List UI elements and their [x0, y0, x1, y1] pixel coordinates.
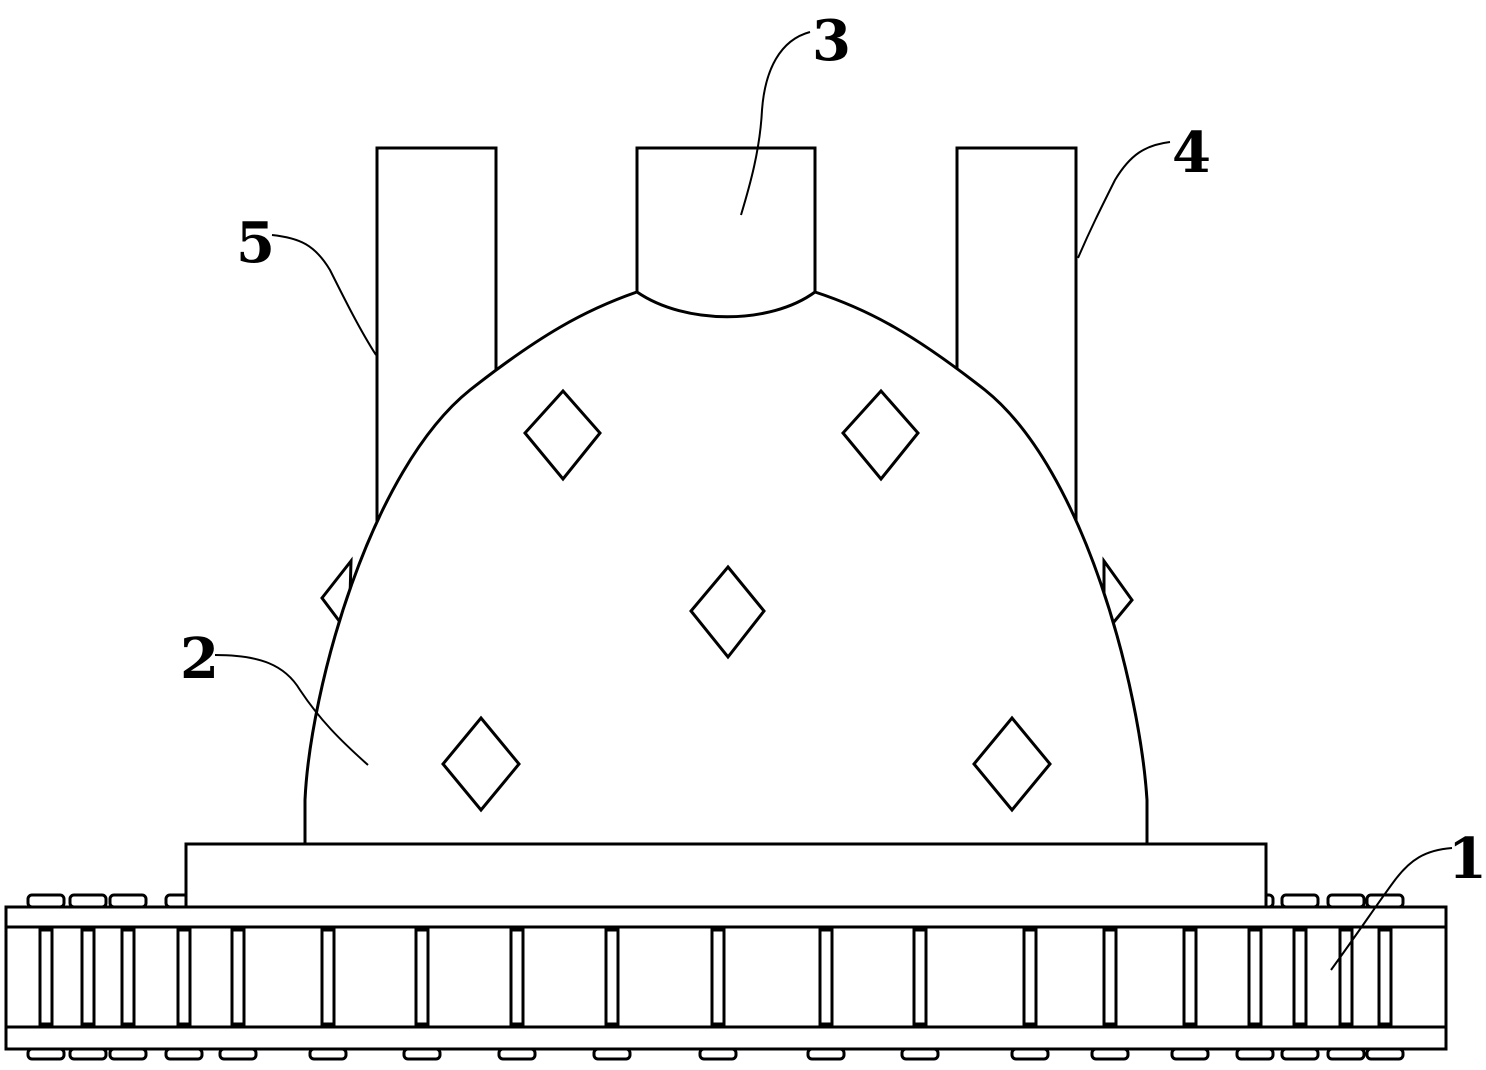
left-post	[375, 146, 498, 570]
chain-roller-bottom	[1235, 1047, 1275, 1061]
label-3: 3	[812, 8, 851, 74]
chain-link	[176, 928, 192, 1026]
chain-roller-top	[1280, 893, 1320, 909]
track-frame	[4, 905, 1448, 1051]
chain-link	[912, 928, 928, 1026]
chain-roller-bottom	[164, 1047, 204, 1061]
base-plate	[184, 842, 1268, 909]
chain-roller-bottom	[1010, 1047, 1050, 1061]
chain-link	[604, 928, 620, 1026]
chain-roller-bottom	[218, 1047, 258, 1061]
chain-roller-bottom	[68, 1047, 108, 1061]
chain-link	[80, 928, 96, 1026]
chain-link	[710, 928, 726, 1026]
dome-diamond	[523, 388, 602, 482]
right-post	[955, 146, 1078, 570]
chain-roller-bottom	[1090, 1047, 1130, 1061]
top-column	[635, 146, 817, 319]
chain-roller-bottom	[402, 1047, 442, 1061]
chain-roller-top	[68, 893, 108, 909]
leader-line-5	[271, 234, 377, 356]
chain-link	[1022, 928, 1038, 1026]
dome-diamond	[972, 715, 1052, 813]
leader-line-1	[1330, 847, 1453, 971]
label-2: 2	[180, 626, 219, 692]
leader-line-3	[740, 31, 811, 216]
chain-link	[1182, 928, 1198, 1026]
chain-roller-bottom	[1365, 1047, 1405, 1061]
chain-link	[1377, 928, 1393, 1026]
chain-roller-bottom	[308, 1047, 348, 1061]
leader-line-4	[1077, 141, 1171, 259]
label-4: 4	[1172, 120, 1211, 186]
chain-roller-bottom	[26, 1047, 66, 1061]
dome-diamond	[689, 564, 766, 660]
track-chain-assembly	[4, 893, 1448, 1061]
leader-line-2	[214, 654, 369, 766]
chain-roller-bottom	[1280, 1047, 1320, 1061]
label-1: 1	[1448, 826, 1486, 892]
chain-roller-top	[1326, 893, 1366, 909]
chain-link	[1102, 928, 1118, 1026]
chain-link	[1292, 928, 1308, 1026]
chain-link	[38, 928, 54, 1026]
chain-link	[414, 928, 430, 1026]
chain-link	[320, 928, 336, 1026]
chain-roller-bottom	[592, 1047, 632, 1061]
chain-roller-bottom	[806, 1047, 846, 1061]
chain-link	[230, 928, 246, 1026]
chain-roller-bottom	[1326, 1047, 1366, 1061]
chain-roller-bottom	[1170, 1047, 1210, 1061]
chain-link	[1247, 928, 1263, 1026]
chain-roller-bottom	[900, 1047, 940, 1061]
track-rollers-bottom	[26, 1047, 1405, 1061]
label-5: 5	[236, 210, 275, 276]
track-links	[38, 928, 1393, 1026]
chain-roller-top	[26, 893, 66, 909]
chain-roller-bottom	[108, 1047, 148, 1061]
chain-link	[818, 928, 834, 1026]
chain-roller-top	[1365, 893, 1405, 909]
chain-link	[509, 928, 525, 1026]
chain-roller-bottom	[698, 1047, 738, 1061]
chain-roller-bottom	[497, 1047, 537, 1061]
dome-diamond	[841, 388, 920, 482]
chain-link	[120, 928, 136, 1026]
dome-diamond	[441, 715, 521, 813]
chain-roller-top	[108, 893, 148, 909]
